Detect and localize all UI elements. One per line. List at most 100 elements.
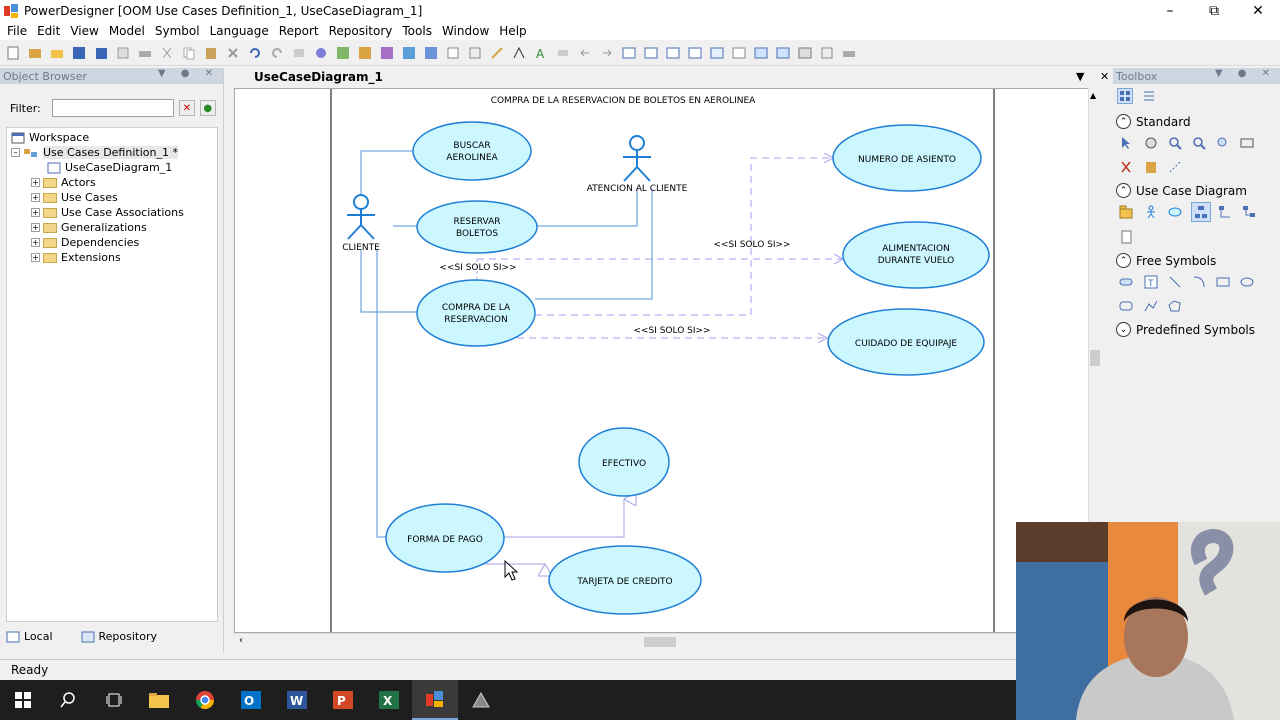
usecase-efectivo[interactable]: EFECTIVO: [578, 427, 670, 497]
menu-file[interactable]: File: [7, 24, 28, 38]
zoom-in-tool-icon[interactable]: [1167, 135, 1183, 151]
tree-folder-extensions[interactable]: + Extensions: [31, 250, 121, 265]
actor-atencion[interactable]: [623, 135, 651, 182]
expand-icon[interactable]: +: [31, 193, 40, 202]
list-view-icon[interactable]: [1141, 88, 1157, 104]
save-all-icon[interactable]: [92, 44, 110, 62]
grid-icon[interactable]: [466, 44, 484, 62]
package-tool-icon[interactable]: [1118, 204, 1134, 220]
menu-tools[interactable]: Tools: [402, 24, 432, 38]
usecase-diagram[interactable]: COMPRA DE LA RESERVACION DE BOLETOS EN A…: [235, 89, 1100, 633]
zoom-page-icon[interactable]: [730, 44, 748, 62]
tree-model[interactable]: – Use Cases Definition_1 *: [11, 145, 178, 160]
expand-icon[interactable]: +: [31, 208, 40, 217]
task-view-icon[interactable]: [91, 680, 137, 720]
section-free-symbols[interactable]: ⌃Free Symbols: [1116, 253, 1216, 268]
menu-language[interactable]: Language: [209, 24, 269, 38]
tab-local[interactable]: Local: [6, 630, 67, 643]
properties-icon[interactable]: [290, 44, 308, 62]
zoom-in-icon[interactable]: [752, 44, 770, 62]
menu-help[interactable]: Help: [499, 24, 527, 38]
ellipse-tool-icon[interactable]: [1239, 274, 1255, 290]
actor-tool-icon[interactable]: [1143, 204, 1159, 220]
minimize-icon[interactable]: –: [1166, 3, 1174, 19]
export-image-icon[interactable]: [818, 44, 836, 62]
menu-view[interactable]: View: [70, 24, 99, 38]
section-predefined-symbols[interactable]: ⌄Predefined Symbols: [1116, 322, 1255, 337]
grabber-tool-icon[interactable]: [1143, 135, 1159, 151]
polygon-tool-icon[interactable]: [1167, 298, 1183, 314]
windows-start-icon[interactable]: [0, 680, 46, 720]
align-top-icon[interactable]: [686, 44, 704, 62]
tab-repository[interactable]: Repository: [81, 630, 172, 643]
usecase-cuidado-equipaje[interactable]: CUIDADO DE EQUIPAJE: [827, 308, 985, 376]
document-controls-icon[interactable]: ▼ ✕: [1076, 70, 1116, 83]
text-color-icon[interactable]: A: [532, 44, 550, 62]
tree-folder-generalizations[interactable]: + Generalizations: [31, 220, 147, 235]
paste-tool-icon[interactable]: [1143, 159, 1159, 175]
arc-tool-icon[interactable]: [1191, 274, 1207, 290]
usecase-compra-reservacion[interactable]: COMPRA DE LA RESERVACION: [416, 279, 536, 347]
frame-icon[interactable]: [444, 44, 462, 62]
menu-repository[interactable]: Repository: [328, 24, 393, 38]
menu-model[interactable]: Model: [108, 24, 145, 38]
horizontal-scrollbar[interactable]: ‹: [234, 633, 1086, 649]
line-color-icon[interactable]: [510, 44, 528, 62]
format-icon[interactable]: [554, 44, 572, 62]
align-center-icon[interactable]: [642, 44, 660, 62]
refresh-icon[interactable]: [400, 44, 418, 62]
close-icon[interactable]: ✕: [1252, 3, 1264, 19]
open-model-icon[interactable]: [26, 44, 44, 62]
expand-icon[interactable]: +: [31, 178, 40, 187]
text-tool-icon[interactable]: T: [1143, 274, 1159, 290]
collapse-icon[interactable]: –: [11, 148, 20, 157]
tree-folder-actors[interactable]: + Actors: [31, 175, 96, 190]
cut-icon[interactable]: [158, 44, 176, 62]
section-standard[interactable]: ⌃Standard: [1116, 114, 1191, 129]
delete-icon[interactable]: [224, 44, 242, 62]
scroll-up-icon[interactable]: ▲: [1090, 91, 1097, 100]
expand-icon[interactable]: +: [31, 223, 40, 232]
clear-filter-icon[interactable]: ✕: [178, 100, 195, 116]
chrome-icon[interactable]: [182, 680, 228, 720]
menu-edit[interactable]: Edit: [37, 24, 61, 38]
menu-window[interactable]: Window: [441, 24, 490, 38]
expand-icon[interactable]: +: [31, 253, 40, 262]
restore-icon[interactable]: ⧉: [1209, 3, 1219, 19]
menu-report[interactable]: Report: [278, 24, 319, 38]
use-case-tool-icon[interactable]: [1167, 204, 1183, 220]
search-icon[interactable]: [45, 680, 91, 720]
undo-icon[interactable]: [246, 44, 264, 62]
collapse-section-icon[interactable]: ⌃: [1116, 183, 1131, 198]
zoom-out-tool-icon[interactable]: [1191, 135, 1207, 151]
vertical-scrollbar[interactable]: ▲: [1088, 88, 1101, 633]
redo-icon[interactable]: [268, 44, 286, 62]
tab-usecasediagram[interactable]: UseCaseDiagram_1: [232, 68, 405, 86]
usecase-tarjeta-credito[interactable]: TARJETA DE CREDITO: [548, 545, 702, 615]
word-icon[interactable]: W: [274, 680, 320, 720]
collapse-section-icon[interactable]: ⌃: [1116, 253, 1131, 268]
open-diagram-tool-icon[interactable]: [1215, 135, 1231, 151]
browser-icon[interactable]: [356, 44, 374, 62]
import-icon[interactable]: [422, 44, 440, 62]
cut-tool-icon[interactable]: [1118, 159, 1134, 175]
powerdesigner-taskbar-icon[interactable]: [412, 680, 458, 720]
tree-workspace[interactable]: Workspace: [11, 130, 89, 145]
diagram-canvas[interactable]: COMPRA DE LA RESERVACION DE BOLETOS EN A…: [234, 88, 1100, 633]
collapse-section-icon[interactable]: ⌃: [1116, 114, 1131, 129]
expand-section-icon[interactable]: ⌄: [1116, 322, 1131, 337]
usecase-numero-asiento[interactable]: NUMERO DE ASIENTO: [832, 124, 982, 192]
check-model-icon[interactable]: [312, 44, 330, 62]
tree-diagram[interactable]: UseCaseDiagram_1: [47, 160, 172, 175]
print-icon[interactable]: [136, 44, 154, 62]
open-icon[interactable]: [48, 44, 66, 62]
back-icon[interactable]: [576, 44, 594, 62]
filter-input[interactable]: [51, 99, 174, 117]
paste-icon[interactable]: [202, 44, 220, 62]
tree-folder-dependencies[interactable]: + Dependencies: [31, 235, 139, 250]
association-tool-icon[interactable]: [1191, 202, 1211, 222]
outlook-icon[interactable]: O: [228, 680, 274, 720]
actor-cliente[interactable]: [347, 194, 375, 240]
print-diagram-icon[interactable]: [840, 44, 858, 62]
rectangle-tool-icon[interactable]: [1215, 274, 1231, 290]
